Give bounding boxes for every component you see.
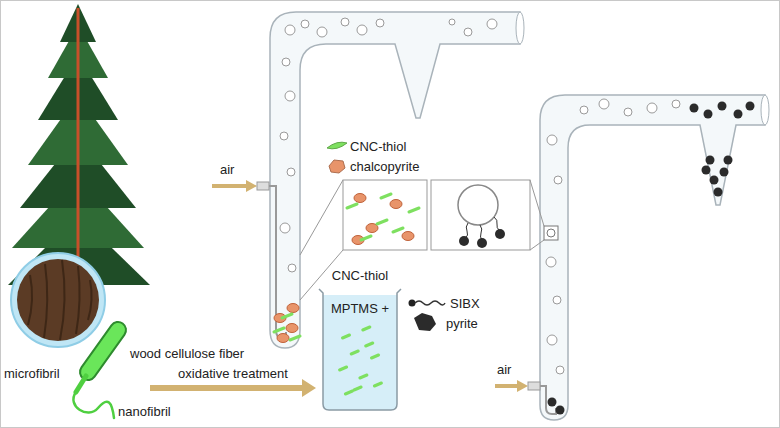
legend-text: chalcopyrite bbox=[350, 159, 419, 174]
text-label: oxidative treatment bbox=[178, 366, 288, 381]
sibx-icon bbox=[409, 300, 446, 307]
pyrite-particle bbox=[556, 406, 565, 415]
cnc-rod bbox=[374, 383, 381, 386]
chalcopyrite-particle bbox=[402, 232, 414, 241]
zoom-panels bbox=[300, 180, 558, 300]
ore-particles bbox=[274, 102, 755, 415]
air-bubble bbox=[280, 223, 290, 233]
air-bubble bbox=[285, 91, 295, 101]
text-label: microfibril bbox=[4, 366, 60, 381]
text-label: air bbox=[220, 162, 234, 177]
pyrite-particle bbox=[718, 102, 727, 111]
air-bubble bbox=[546, 257, 556, 267]
pyrite-particle bbox=[746, 102, 755, 111]
cnc-rod bbox=[393, 228, 403, 232]
air-bubble bbox=[580, 106, 588, 114]
legend-text: SIBX bbox=[450, 296, 480, 311]
air-bubble bbox=[301, 20, 309, 28]
chalcopyrite-particle bbox=[277, 334, 289, 343]
chalcopyrite-particle bbox=[390, 200, 402, 209]
cnc-rod bbox=[377, 220, 387, 224]
legend-swatches bbox=[327, 142, 347, 173]
air-bubble bbox=[547, 335, 557, 345]
pyrite-particle bbox=[704, 110, 713, 119]
text-label: nanofibril bbox=[118, 404, 171, 419]
air-bubble bbox=[317, 27, 327, 37]
legend-swatch bbox=[329, 160, 345, 173]
legend-swatch bbox=[327, 142, 347, 149]
air-bubble bbox=[280, 132, 288, 140]
cnc-rod bbox=[361, 236, 371, 240]
air-bubble bbox=[464, 28, 472, 36]
pyrite-particle bbox=[734, 110, 743, 119]
cnc-rod bbox=[409, 208, 419, 212]
pyrite-particle bbox=[702, 166, 711, 175]
air-bubble bbox=[547, 135, 557, 145]
cnc-rod bbox=[381, 194, 391, 198]
air-bubble bbox=[449, 19, 455, 25]
cnc-rod bbox=[366, 343, 373, 346]
air-bubble bbox=[672, 100, 680, 108]
cnc-rod bbox=[372, 355, 379, 358]
cnc-rod bbox=[340, 367, 347, 370]
beaker-node: CNC-thiolMPTMS + bbox=[318, 268, 402, 412]
text-label: air bbox=[497, 362, 511, 377]
air-bubble bbox=[288, 264, 296, 272]
legend-text: CNC-thiol bbox=[350, 139, 406, 154]
node-heading: CNC-thiol bbox=[332, 268, 388, 283]
cellulose-fiber bbox=[73, 330, 118, 418]
pyrite-particle bbox=[706, 156, 715, 165]
pyrite-particle bbox=[714, 188, 723, 197]
pyrite-particle bbox=[720, 168, 729, 177]
cnc-rod bbox=[343, 335, 350, 338]
air-bubble bbox=[553, 296, 561, 304]
pyrite-particle bbox=[710, 176, 719, 185]
cnc-rod bbox=[282, 314, 292, 318]
chalcopyrite-particle bbox=[287, 304, 299, 313]
air-bubble bbox=[556, 366, 564, 374]
text-label: wood cellulose fiber bbox=[130, 346, 244, 361]
cnc-rod bbox=[360, 375, 367, 378]
flotation-column bbox=[495, 95, 769, 420]
cnc-rod bbox=[354, 387, 361, 390]
cnc-rod bbox=[351, 351, 358, 354]
air-bubble bbox=[287, 168, 295, 176]
air-bubble bbox=[647, 103, 657, 113]
pyrite-particle bbox=[548, 398, 557, 407]
cnc-rod bbox=[347, 204, 357, 208]
wood-log bbox=[11, 253, 105, 347]
cnc-rod bbox=[345, 391, 352, 394]
tree bbox=[8, 4, 150, 285]
chalcopyrite-particle bbox=[286, 324, 298, 333]
air-bubble bbox=[487, 19, 497, 29]
pyrite-particle bbox=[690, 104, 699, 113]
cnc-rod bbox=[290, 336, 300, 340]
air-bubble bbox=[341, 18, 349, 26]
air-bubble bbox=[285, 25, 295, 35]
pyrite-particle bbox=[724, 156, 733, 165]
air-bubble bbox=[554, 176, 562, 184]
oxidative-arrow bbox=[150, 379, 316, 397]
node-text: MPTMS + bbox=[331, 301, 389, 316]
air-bubble bbox=[624, 108, 632, 116]
cnc-rod bbox=[363, 327, 370, 330]
air-bubble bbox=[282, 58, 290, 66]
air-bubble bbox=[376, 19, 384, 27]
chalcopyrite-particle bbox=[354, 194, 366, 203]
air-bubble bbox=[599, 99, 609, 109]
cnc-rod bbox=[274, 328, 284, 332]
legend-text: pyrite bbox=[446, 316, 478, 331]
air-bubble bbox=[357, 25, 367, 35]
pyrite-icon bbox=[414, 313, 436, 331]
